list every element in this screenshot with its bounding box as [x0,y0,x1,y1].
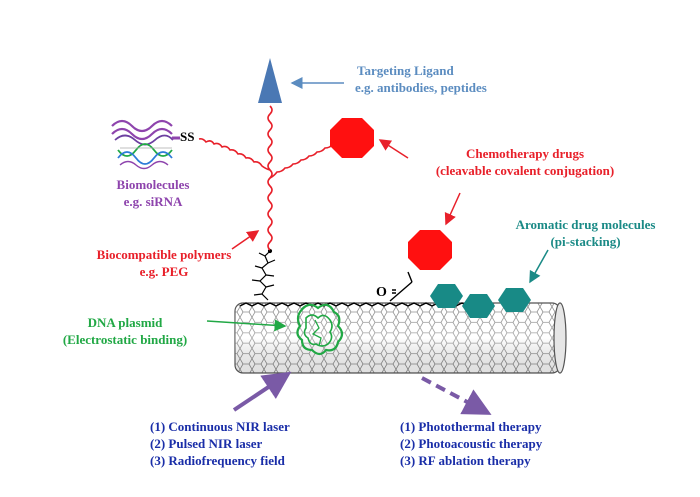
aromatic-drug-icon-1 [430,284,463,308]
dna-label-line1: DNA plasmid [87,315,163,330]
chemo-label-line2: (cleavable covalent conjugation) [435,163,615,178]
chemo-arrow-top [378,139,409,159]
aromatic-label-line1: Aromatic drug molecules [515,217,656,232]
ligand-label: Targeting Ligand e.g. antibodies, peptid… [355,62,487,96]
targeting-ligand-icon [258,58,282,103]
therapies-list: (1) Photothermal therapy (2) Photoacoust… [400,418,542,469]
chemo-label-line1: Chemotherapy drugs [465,146,585,161]
dna-plasmid-icon [296,303,344,356]
lipid-anchor [251,248,276,301]
stimulus-item: (1) Continuous NIR laser [150,419,290,434]
dna-label-line2: (Electrostatic binding) [62,332,188,347]
peg-chains [198,105,341,251]
sirna-icon [111,119,180,170]
carbon-nanotube [234,302,567,374]
biomolecule-label-line2: e.g. siRNA [123,194,183,209]
stimulus-arrow [232,371,292,412]
aromatic-label: Aromatic drug molecules (pi-stacking) [488,216,683,250]
dna-label: DNA plasmid (Electrostatic binding) [45,314,205,348]
aromatic-label-line2: (pi-stacking) [550,234,621,249]
chemo-drug-icon-conjugated [408,230,452,270]
therapy-item: (1) Photothermal therapy [400,419,542,434]
aromatic-drug-icon-2 [462,294,495,318]
biomolecule-label-line1: Biomolecules [116,177,190,192]
stimuli-list: (1) Continuous NIR laser (2) Pulsed NIR … [150,418,290,469]
polymer-arrow [231,230,260,250]
carbonyl-oxygen: O [376,285,387,300]
ligand-label-line2: e.g. antibodies, peptides [355,80,487,95]
chemo-drug-icon-top [330,118,374,158]
ligand-label-line1: Targeting Ligand [357,63,454,78]
therapy-item: (2) Photoacoustic therapy [400,436,543,451]
therapy-item: (3) RF ablation therapy [400,453,531,468]
chemo-label: Chemotherapy drugs (cleavable covalent c… [405,145,645,179]
disulfide-label: SS [180,129,195,144]
carbonyl-linker [389,271,413,302]
aromatic-drug-icons [430,284,531,318]
aromatic-drug-icon-3 [498,288,531,312]
therapy-arrow [421,376,492,415]
biomolecule-label: Biomolecules e.g. siRNA [98,176,208,210]
chemo-arrow-conjugated [444,192,461,226]
dna-arrow [206,319,287,332]
polymer-label-line2: e.g. PEG [139,264,189,279]
polymer-label: Biocompatible polymers e.g. PEG [74,246,254,280]
aromatic-arrow [529,249,549,284]
stimulus-item: (3) Radiofrequency field [150,453,285,468]
polymer-label-line1: Biocompatible polymers [96,247,232,262]
stimulus-item: (2) Pulsed NIR laser [150,436,263,451]
